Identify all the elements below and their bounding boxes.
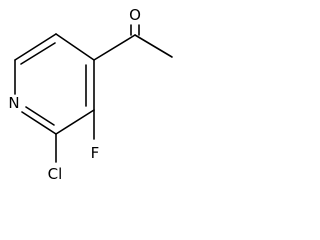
bond-c2-n1-inner <box>25 106 55 126</box>
atom-label-fluorine: F <box>91 144 100 162</box>
bond-c6-c5-inner <box>20 42 56 65</box>
chemical-structure-diagram: O N F Cl <box>8 6 173 183</box>
bond-c3-c2 <box>55 109 95 135</box>
bond-c6-c5 <box>14 33 57 61</box>
bond-carbonyl-methyl <box>134 34 173 58</box>
atom-label-oxygen: O <box>129 6 141 24</box>
bond-c5-c4 <box>55 33 95 61</box>
atom-label-chlorine: Cl <box>48 165 63 183</box>
bond-c2-n1 <box>21 111 57 135</box>
bond-c4-carbonyl <box>93 34 136 61</box>
atom-label-nitrogen: N <box>8 94 19 112</box>
